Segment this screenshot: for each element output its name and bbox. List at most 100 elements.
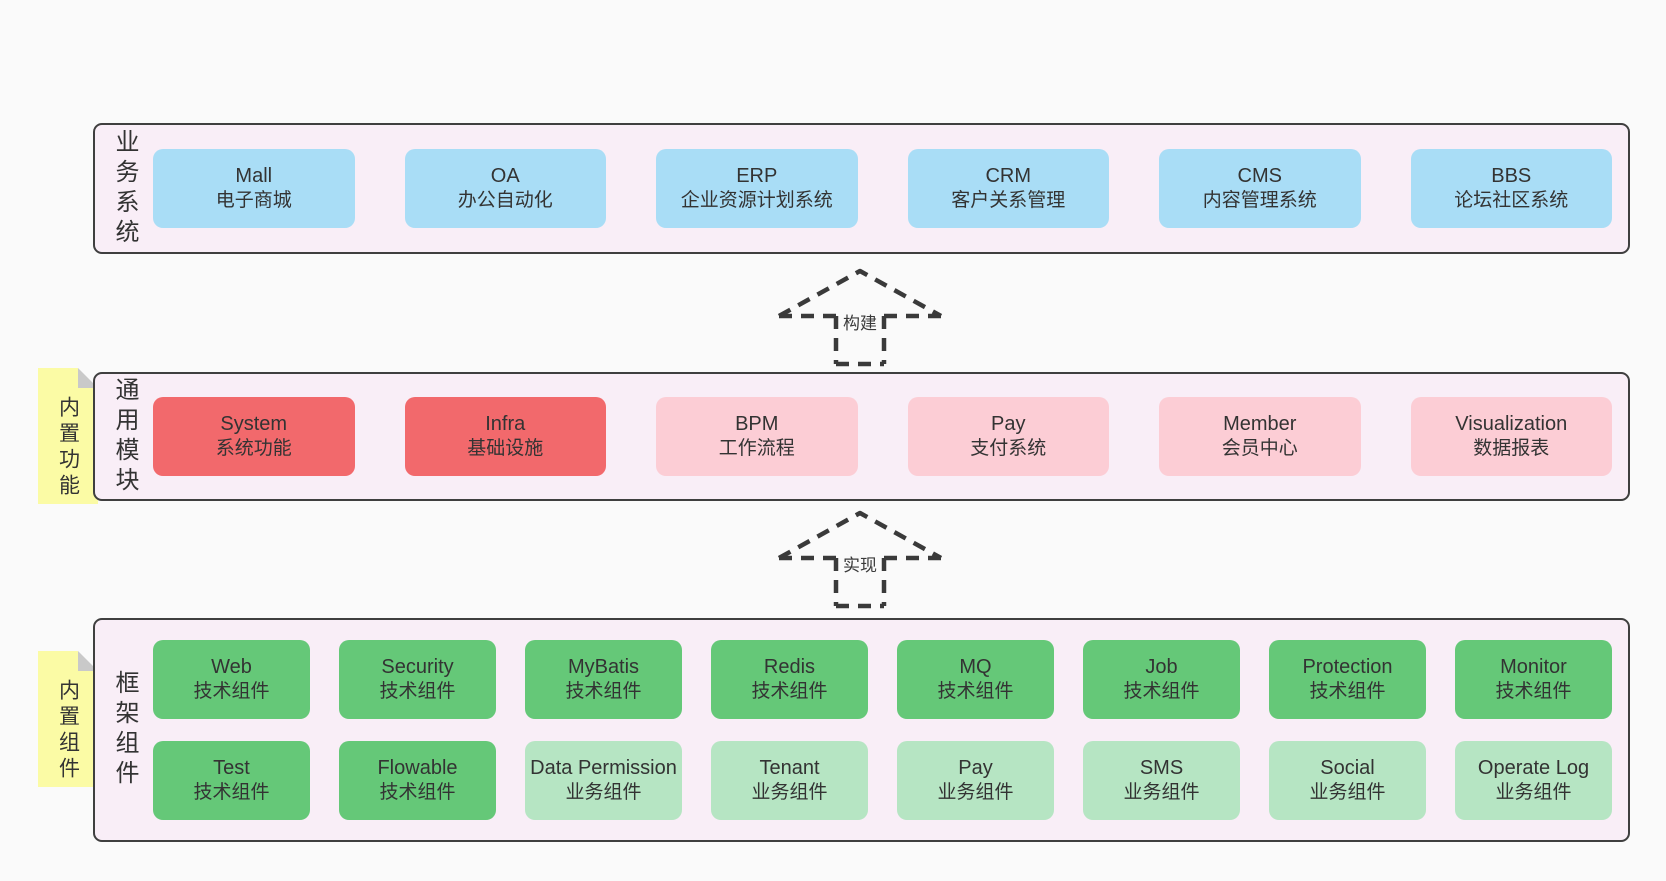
box-subtitle: 技术组件: [193, 782, 270, 804]
box-subtitle: 企业资源计划系统: [680, 190, 833, 212]
box-subtitle: 客户关系管理: [951, 190, 1066, 212]
box-title: Security: [381, 656, 454, 679]
layer-label-text: 业务系统: [111, 128, 138, 249]
box-title: Mall: [235, 165, 273, 188]
module-box-system: System 系统功能: [153, 397, 355, 476]
layer-label-text: 框架组件: [111, 670, 138, 790]
sticky-note-label: 内置功能: [56, 396, 80, 500]
box-title: CMS: [1237, 165, 1282, 188]
box-title: BPM: [735, 413, 779, 436]
box-title: Data Permission: [530, 757, 677, 780]
module-box-bpm: BPM 工作流程: [656, 397, 858, 476]
box-title: MyBatis: [567, 656, 640, 679]
module-box-member: Member 会员中心: [1159, 397, 1361, 476]
sticky-note-label: 内置组件: [56, 679, 80, 783]
box-subtitle: 电子商城: [215, 190, 292, 212]
box-title: OA: [490, 165, 520, 188]
module-box-operate-log: Operate Log 业务组件: [1455, 741, 1612, 820]
box-subtitle: 数据报表: [1473, 438, 1550, 460]
box-title: Pay: [958, 757, 993, 780]
box-subtitle: 基础设施: [467, 438, 544, 460]
box-title: Web: [211, 656, 252, 679]
box-subtitle: 技术组件: [937, 681, 1014, 703]
box-title: SMS: [1139, 757, 1184, 780]
box-subtitle: 技术组件: [1495, 681, 1572, 703]
box-subtitle: 业务组件: [1309, 782, 1386, 804]
box-subtitle: 业务组件: [565, 782, 642, 804]
module-box-erp: ERP 企业资源计划系统: [656, 149, 858, 228]
box-title: Pay: [991, 413, 1026, 436]
layer-label-text: 通用模块: [111, 376, 138, 497]
arrow-implement: 实现: [771, 508, 949, 612]
box-row: Test 技术组件 Flowable 技术组件 Data Permission …: [153, 741, 1612, 820]
module-box-protection: Protection 技术组件: [1269, 640, 1426, 719]
module-box-oa: OA 办公自动化: [404, 149, 606, 228]
box-row: Web 技术组件 Security 技术组件 MyBatis 技术组件 Redi…: [153, 640, 1612, 719]
box-subtitle: 技术组件: [1309, 681, 1386, 703]
box-title: Redis: [763, 656, 816, 679]
module-box-test: Test 技术组件: [153, 741, 310, 820]
box-subtitle: 业务组件: [937, 782, 1014, 804]
module-box-security: Security 技术组件: [339, 640, 496, 719]
sticky-note-built-in-components: 内置组件: [38, 651, 98, 787]
box-subtitle: 技术组件: [379, 681, 456, 703]
module-box-cms: CMS 内容管理系统: [1159, 149, 1361, 228]
box-subtitle: 业务组件: [1123, 782, 1200, 804]
layer-panel-framework-components: 框架组件 Web 技术组件 Security 技术组件 MyBatis 技术组件…: [93, 618, 1630, 842]
box-title: Test: [213, 757, 250, 780]
sticky-note-built-in-features: 内置功能: [38, 368, 98, 504]
box-title: CRM: [985, 165, 1032, 188]
box-title: Protection: [1302, 656, 1393, 679]
module-box-data-permission: Data Permission 业务组件: [525, 741, 682, 820]
arrow-label: 实现: [839, 550, 881, 577]
box-subtitle: 系统功能: [215, 438, 292, 460]
box-subtitle: 工作流程: [718, 438, 795, 460]
box-title: Job: [1145, 656, 1178, 679]
box-subtitle: 技术组件: [565, 681, 642, 703]
box-title: Visualization: [1455, 413, 1568, 436]
module-box-crm: CRM 客户关系管理: [907, 149, 1109, 228]
box-title: ERP: [736, 165, 778, 188]
box-subtitle: 会员中心: [1221, 438, 1298, 460]
box-title: Monitor: [1500, 656, 1567, 679]
box-row: System 系统功能 Infra 基础设施 BPM 工作流程 Pay 支付系统…: [153, 397, 1612, 476]
arrow-build: 构建: [771, 266, 949, 370]
box-subtitle: 论坛社区系统: [1454, 190, 1569, 212]
module-box-mybatis: MyBatis 技术组件: [525, 640, 682, 719]
arrow-label: 构建: [839, 308, 881, 335]
box-title: Member: [1223, 413, 1297, 436]
layer-label-business-systems: 业务系统: [95, 129, 153, 249]
box-subtitle: 内容管理系统: [1202, 190, 1317, 212]
dashed-up-arrow-icon: [777, 510, 943, 609]
box-title: Infra: [485, 413, 526, 436]
module-box-bbs: BBS 论坛社区系统: [1410, 149, 1612, 228]
module-box-pay: Pay 支付系统: [907, 397, 1109, 476]
box-title: Operate Log: [1477, 757, 1590, 780]
module-box-infra: Infra 基础设施: [404, 397, 606, 476]
module-box-redis: Redis 技术组件: [711, 640, 868, 719]
dashed-up-arrow-icon: [777, 268, 943, 367]
box-title: Flowable: [377, 757, 458, 780]
box-subtitle: 业务组件: [751, 782, 828, 804]
module-box-social: Social 业务组件: [1269, 741, 1426, 820]
module-box-pay: Pay 业务组件: [897, 741, 1054, 820]
box-row: Mall 电子商城 OA 办公自动化 ERP 企业资源计划系统 CRM 客户关系…: [153, 149, 1612, 228]
box-subtitle: 办公自动化: [457, 190, 553, 212]
layer-panel-common-modules: 通用模块 System 系统功能 Infra 基础设施 BPM 工作流程 Pay…: [93, 372, 1630, 501]
layer-panel-business-systems: 业务系统 Mall 电子商城 OA 办公自动化 ERP 企业资源计划系统 CRM…: [93, 123, 1630, 254]
module-box-tenant: Tenant 业务组件: [711, 741, 868, 820]
box-subtitle: 技术组件: [1123, 681, 1200, 703]
layer-label-framework-components: 框架组件: [95, 670, 153, 790]
box-title: System: [220, 413, 288, 436]
box-subtitle: 业务组件: [1495, 782, 1572, 804]
box-title: BBS: [1491, 165, 1532, 188]
box-title: Tenant: [759, 757, 820, 780]
box-rows: Web 技术组件 Security 技术组件 MyBatis 技术组件 Redi…: [153, 640, 1612, 820]
box-subtitle: 支付系统: [970, 438, 1047, 460]
module-box-web: Web 技术组件: [153, 640, 310, 719]
module-box-mall: Mall 电子商城: [153, 149, 355, 228]
module-box-monitor: Monitor 技术组件: [1455, 640, 1612, 719]
module-box-sms: SMS 业务组件: [1083, 741, 1240, 820]
module-box-visualization: Visualization 数据报表: [1410, 397, 1612, 476]
